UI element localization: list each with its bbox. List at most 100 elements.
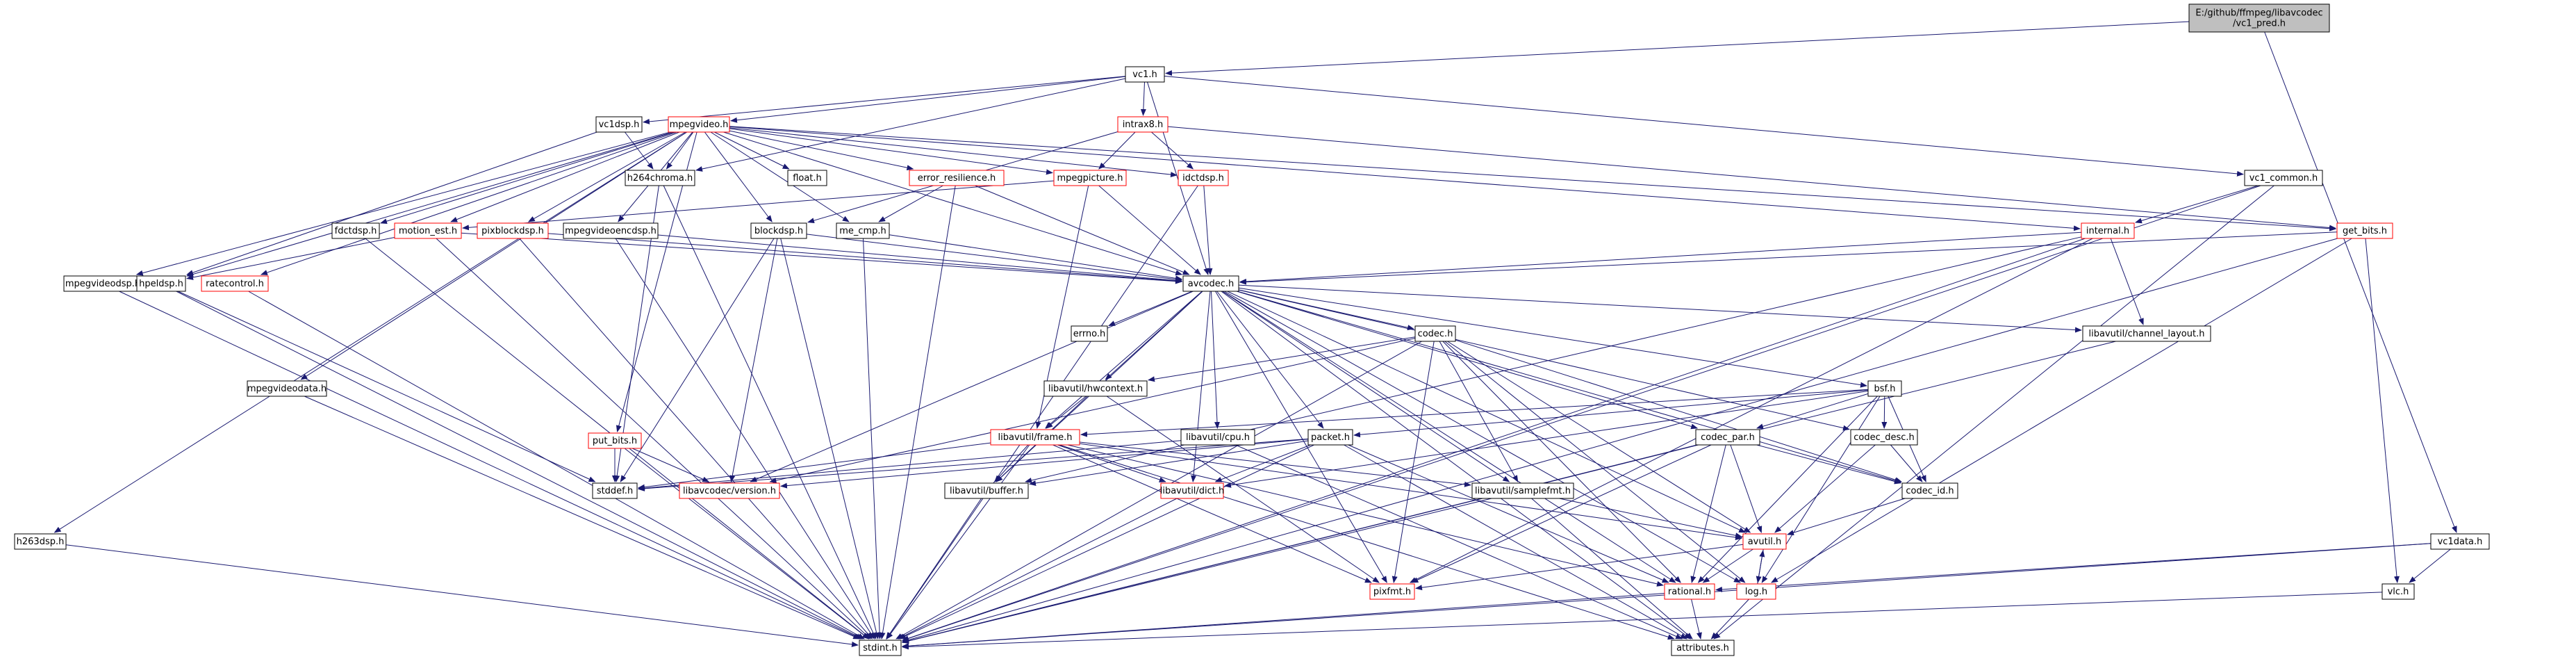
edge-packet-to-attributes (1344, 444, 1687, 640)
node-label: float.h (793, 173, 822, 184)
node-h263dsp[interactable]: h263dsp.h (14, 533, 67, 550)
edge-getbits-to-vlc (2365, 238, 2400, 583)
edge-hwcontext-to-pixfmt (1106, 396, 1380, 583)
node-box (1850, 429, 1918, 446)
edge-cpu-to-stddef (638, 440, 1182, 491)
node-vc1[interactable]: vc1.h (1125, 66, 1165, 83)
node-stdint[interactable]: stdint.h (859, 640, 902, 656)
node-label: libavutil/samplefmt.h (1475, 486, 1571, 496)
node-packet[interactable]: packet.h (1307, 429, 1353, 446)
node-label: log.h (1745, 587, 1767, 597)
node-cpu[interactable]: libavutil/cpu.h (1180, 429, 1255, 446)
node-label: motion_est.h (399, 226, 457, 236)
edge-putbits-to-stdint (624, 448, 870, 640)
node-label: mpegvideodsp.h (65, 279, 140, 289)
node-codecpar[interactable]: codec_par.h (1695, 429, 1760, 446)
node-label: get_bits.h (2343, 226, 2387, 236)
edge-codecpar-to-pixfmt (1411, 444, 1712, 583)
node-box (1867, 380, 1902, 397)
node-root: E:/github/ffmpeg/libavcodec/vc1_pred.h (2188, 3, 2330, 33)
edge-mpegvideo-to-float (714, 131, 790, 170)
edge-frame-to-rational (1067, 444, 1664, 587)
edge-frame-to-pixfmt (1052, 444, 1372, 583)
edge-codecpar-to-codecid (1756, 444, 1901, 485)
edge-avcodec-to-dict (1191, 291, 1211, 482)
node-avcodec[interactable]: avcodec.h (1182, 275, 1239, 292)
node-mpegvideo[interactable]: mpegvideo.h (668, 116, 730, 133)
node-label: h264chroma.h (627, 173, 693, 184)
node-log[interactable]: log.h (1736, 583, 1776, 600)
node-label: pixfmt.h (1373, 587, 1411, 597)
node-box (1695, 429, 1760, 446)
node-bsf[interactable]: bsf.h (1867, 380, 1902, 397)
node-float[interactable]: float.h (787, 170, 827, 186)
node-vc1dsp[interactable]: vc1dsp.h (595, 116, 643, 133)
node-ratecontrol[interactable]: ratecontrol.h (201, 275, 269, 292)
node-vlc[interactable]: vlc.h (2381, 583, 2415, 600)
node-codecdesc[interactable]: codec_desc.h (1850, 429, 1918, 446)
edge-avcodec-to-codecid (1237, 291, 1901, 484)
node-pixfmt[interactable]: pixfmt.h (1369, 583, 1415, 600)
node-motionest[interactable]: motion_est.h (394, 222, 462, 239)
node-box (1182, 275, 1239, 292)
node-avutil[interactable]: avutil.h (1742, 533, 1787, 550)
node-box (2381, 583, 2415, 600)
node-idctdsp[interactable]: idctdsp.h (1178, 170, 1229, 186)
node-samplefmt[interactable]: libavutil/samplefmt.h (1471, 482, 1574, 499)
edge-getbits-to-stdint (902, 238, 2338, 643)
edge-cpu-to-attributes (1235, 444, 1683, 640)
node-chlayout[interactable]: libavutil/channel_layout.h (2082, 325, 2211, 342)
node-hpeldsp[interactable]: hpeldsp.h (136, 275, 186, 292)
node-fdctdsp[interactable]: fdctdsp.h (331, 222, 380, 239)
node-pixblockdsp[interactable]: pixblockdsp.h (477, 222, 549, 239)
node-mpegvideodsp[interactable]: mpegvideodsp.h (63, 275, 142, 292)
node-box (1160, 482, 1224, 499)
node-dict[interactable]: libavutil/dict.h (1160, 482, 1225, 499)
node-intrax8[interactable]: intrax8.h (1117, 116, 1169, 133)
node-box (1736, 583, 1776, 600)
edge-avcodec-to-log (1224, 291, 1741, 583)
edge-codec-to-pixfmt (1392, 341, 1435, 583)
node-h264chroma[interactable]: h264chroma.h (625, 170, 695, 186)
edge-internal-to-avcodec (1239, 231, 2082, 284)
node-box (625, 170, 695, 186)
node-mpegvideodata[interactable]: mpegvideodata.h (247, 380, 327, 397)
node-buffer[interactable]: libavutil/buffer.h (944, 482, 1029, 499)
node-attributes[interactable]: attributes.h (1671, 640, 1735, 656)
node-internal[interactable]: internal.h (2081, 222, 2135, 239)
node-box (2244, 170, 2323, 186)
node-vc1common[interactable]: vc1_common.h (2244, 170, 2323, 186)
node-mecmp[interactable]: me_cmp.h (836, 222, 890, 239)
node-errres[interactable]: error_resilience.h (909, 170, 1005, 186)
node-label: vc1.h (1132, 70, 1157, 80)
node-hwcontext[interactable]: libavutil/hwcontext.h (1043, 380, 1148, 397)
node-putbits[interactable]: put_bits.h (588, 432, 642, 449)
node-blockdsp[interactable]: blockdsp.h (750, 222, 807, 239)
edge-vc1-to-avcodec (1147, 81, 1209, 275)
node-label: rational.h (1668, 587, 1711, 597)
node-box (679, 482, 780, 499)
edge-avcodec-to-samplefmt (1222, 291, 1510, 482)
edge-idctdsp-to-stdint (886, 185, 1198, 640)
node-stddef[interactable]: stddef.h (592, 482, 638, 499)
edge-pixblockdsp-to-avcodec (547, 233, 1182, 284)
node-vc1data[interactable]: vc1data.h (2430, 533, 2490, 550)
node-codec[interactable]: codec.h (1414, 325, 1456, 342)
edge-avcodec-to-codecpar (1236, 291, 1699, 430)
node-codecid[interactable]: codec_id.h (1901, 482, 1958, 499)
node-version[interactable]: libavcodec/version.h (679, 482, 780, 499)
edge-blockdsp-to-stdint (780, 238, 880, 640)
edge-packet-to-buffer (1029, 440, 1309, 486)
node-box (1125, 66, 1165, 83)
node-mpegpicture[interactable]: mpegpicture.h (1053, 170, 1127, 186)
node-mpegvideoencdsp[interactable]: mpegvideoencdsp.h (563, 222, 659, 239)
node-getbits[interactable]: get_bits.h (2336, 222, 2393, 239)
node-label: avcodec.h (1188, 279, 1235, 289)
node-box (859, 640, 902, 656)
edges-layer (53, 21, 2457, 650)
node-frame[interactable]: libavutil/frame.h (990, 429, 1080, 446)
node-rational[interactable]: rational.h (1664, 583, 1715, 600)
node-label: attributes.h (1676, 643, 1729, 653)
node-errno[interactable]: errno.h (1071, 325, 1108, 342)
node-label: libavutil/channel_layout.h (2089, 329, 2205, 339)
